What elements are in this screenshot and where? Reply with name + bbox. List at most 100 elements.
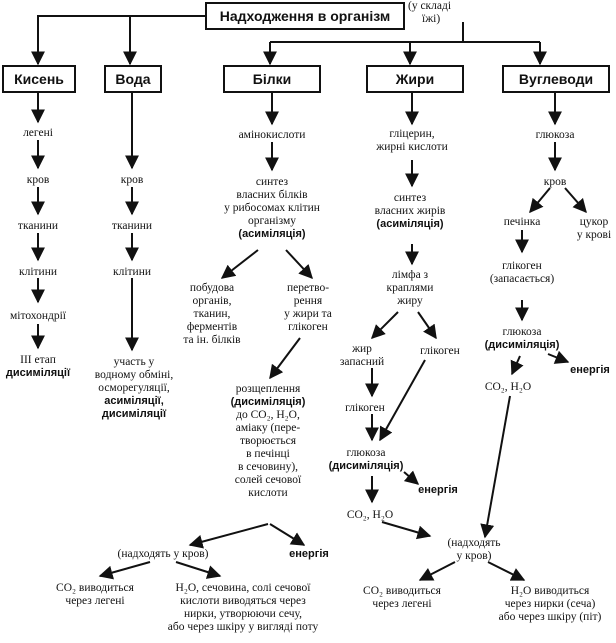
title-note-line-1: (у складі [408, 0, 452, 12]
proteins-breakdown-line-1: розщеплення [235, 383, 301, 395]
oxygen-step-lungs: легені [23, 127, 53, 139]
proteins-breakdown-line-5: в печінці [246, 448, 290, 460]
carbs-glucose: глюкоза [535, 129, 575, 141]
proteins-building: побудова органів, тканин, ферментів та і… [183, 282, 240, 347]
water-end-line-1: участь у [113, 356, 155, 368]
title-note: (у складі їжі) [408, 0, 451, 26]
proteins-synthesis-line-1: синтез [255, 176, 289, 188]
oxygen-end-dissimilation: дисиміляції [5, 367, 71, 379]
merge-to-blood-line-1: (надходять [447, 537, 501, 549]
proteins-conversion-line-4: глікоген [288, 321, 328, 333]
merge-co2-out: CO₂ виводиться через легені [363, 585, 441, 611]
category-proteins-label: Білки [252, 71, 292, 87]
proteins-to-blood: (надходять у кров) [117, 548, 209, 560]
proteins-synthesis-line-3: у рибосомах клітин [224, 202, 320, 214]
oxygen-step-cells: клітини [18, 266, 58, 278]
category-carbs: Вуглеводи [502, 65, 610, 93]
proteins-conversion-line-2: рення [293, 295, 323, 307]
category-fats: Жири [366, 65, 464, 93]
carbs-liver: печінка [503, 216, 541, 228]
merge-to-blood-line-2: у кров) [456, 550, 492, 562]
carbs-blood-sugar-line-2: у крові [576, 229, 612, 241]
proteins-co2-out-line-2: через легені [65, 595, 125, 607]
proteins-breakdown-line-6: в сечовину), [237, 461, 299, 473]
merge-water-out: H₂O виводиться через нирки (сеча) або че… [499, 585, 602, 624]
fats-reserve-line-1: жир [352, 343, 372, 355]
fats-co2-h2o: CO₂, H₂O [346, 509, 394, 521]
fats-dissimilation: (дисиміляція) [328, 460, 404, 472]
proteins-water-out-line-4: або через шкіру у вигляді поту [167, 621, 319, 633]
proteins-breakdown-line-4: творюється [239, 435, 297, 447]
proteins-conversion-line-3: у жири та [284, 308, 332, 320]
proteins-co2-out: CO₂ виводиться через легені [56, 582, 134, 608]
proteins-amino-acids: амінокислоти [238, 129, 306, 141]
category-carbs-label: Вуглеводи [518, 71, 594, 87]
merge-water-out-line-2: через нирки (сеча) [504, 598, 596, 610]
carbs-glucose-2: глюкоза (дисиміляція) [485, 326, 560, 352]
carbs-glycogen: глікоген (запасається) [490, 260, 554, 286]
carbs-co2-h2o: CO₂, H₂O [484, 381, 532, 393]
proteins-building-line-3: тканин, [193, 308, 231, 320]
water-step-tissues: тканини [111, 220, 153, 232]
fats-synthesis-line-1: синтез [393, 192, 427, 204]
oxygen-end-stage: ІІІ етап [20, 354, 56, 366]
category-water-label: Вода [115, 71, 151, 87]
merge-to-blood: (надходять у кров) [447, 537, 500, 563]
proteins-building-line-4: ферментів [186, 321, 238, 333]
water-step-blood: кров [120, 174, 144, 186]
oxygen-step-blood: кров [26, 174, 50, 186]
fats-reserve: жир запасний [340, 343, 384, 369]
oxygen-end: ІІІ етап дисиміляції [6, 354, 70, 380]
fats-lymph-line-3: жиру [397, 295, 423, 307]
proteins-building-line-5: та ін. білків [183, 334, 241, 346]
category-water: Вода [104, 65, 162, 93]
fats-glycerol: гліцерин, жирні кислоти [376, 128, 447, 154]
fats-lymph-line-2: краплями [386, 282, 434, 294]
fats-glycogen: глікоген [345, 402, 385, 414]
proteins-conversion-line-1: перетво- [286, 282, 330, 294]
merge-water-out-line-1: H₂O виводиться [510, 585, 590, 597]
water-end-assimilation: асиміляції, [104, 395, 164, 407]
proteins-assimilation: (асиміляція) [238, 228, 306, 240]
carbs-blood-sugar: цукор у крові [577, 216, 611, 242]
fats-synthesis-line-2: власних жирів [374, 205, 446, 217]
title-text: Надходження в організм [219, 8, 391, 24]
title-note-line-2: їжі) [422, 13, 441, 25]
proteins-water-out-line-2: кислоти виводяться через [180, 595, 306, 607]
fats-assimilation: (асиміляція) [376, 218, 444, 230]
merge-co2-out-line-1: CO₂ виводиться [363, 585, 441, 597]
proteins-water-out-line-1: H₂O, сечовина, солі сечової [175, 582, 311, 594]
oxygen-step-mitochondria: мітохондрії [9, 310, 67, 322]
proteins-synthesis-line-4: організму [247, 215, 297, 227]
fats-glycerol-line-2: жирні кислоти [376, 141, 448, 153]
fats-reserve-line-2: запасний [339, 356, 385, 368]
category-fats-label: Жири [395, 71, 435, 87]
fats-lymph: лімфа з краплями жиру [387, 269, 434, 308]
carbs-blood: кров [543, 176, 567, 188]
water-end-dissimilation: дисиміляції [101, 408, 167, 420]
merge-water-out-line-3: або через шкіру (піт) [498, 611, 602, 623]
carbs-blood-sugar-line-1: цукор [579, 216, 609, 228]
water-step-cells: клітини [112, 266, 152, 278]
proteins-building-line-2: органів, [192, 295, 232, 307]
proteins-energy: енергія [289, 548, 329, 560]
proteins-co2-out-line-1: CO₂ виводиться [56, 582, 134, 594]
water-end-line-3: осморегуляції, [98, 382, 170, 394]
carbs-dissimilation: (дисиміляція) [484, 339, 560, 351]
carbs-glycogen-line-1: глікоген [502, 260, 542, 272]
proteins-dissimilation: (дисиміляція) [230, 396, 306, 408]
category-oxygen: Кисень [2, 65, 76, 93]
merge-co2-out-line-2: через легені [372, 598, 432, 610]
fats-glucose: глюкоза (дисиміляція) [329, 447, 404, 473]
oxygen-step-tissues: тканини [17, 220, 59, 232]
carbs-glycogen-line-2: (запасається) [489, 273, 555, 285]
proteins-conversion: перетво- рення у жири та глікоген [284, 282, 332, 334]
title-box: Надходження в організм [205, 2, 405, 30]
proteins-breakdown-line-3: аміаку (пере- [235, 422, 301, 434]
proteins-water-out-line-3: нирки, утворюючи сечу, [183, 608, 303, 620]
fats-glycogen-right: глікоген [420, 345, 460, 357]
proteins-breakdown: розщеплення (дисиміляція) до CO₂, H₂O, а… [231, 383, 306, 500]
fats-synthesis: синтез власних жирів (асиміляція) [375, 192, 446, 231]
